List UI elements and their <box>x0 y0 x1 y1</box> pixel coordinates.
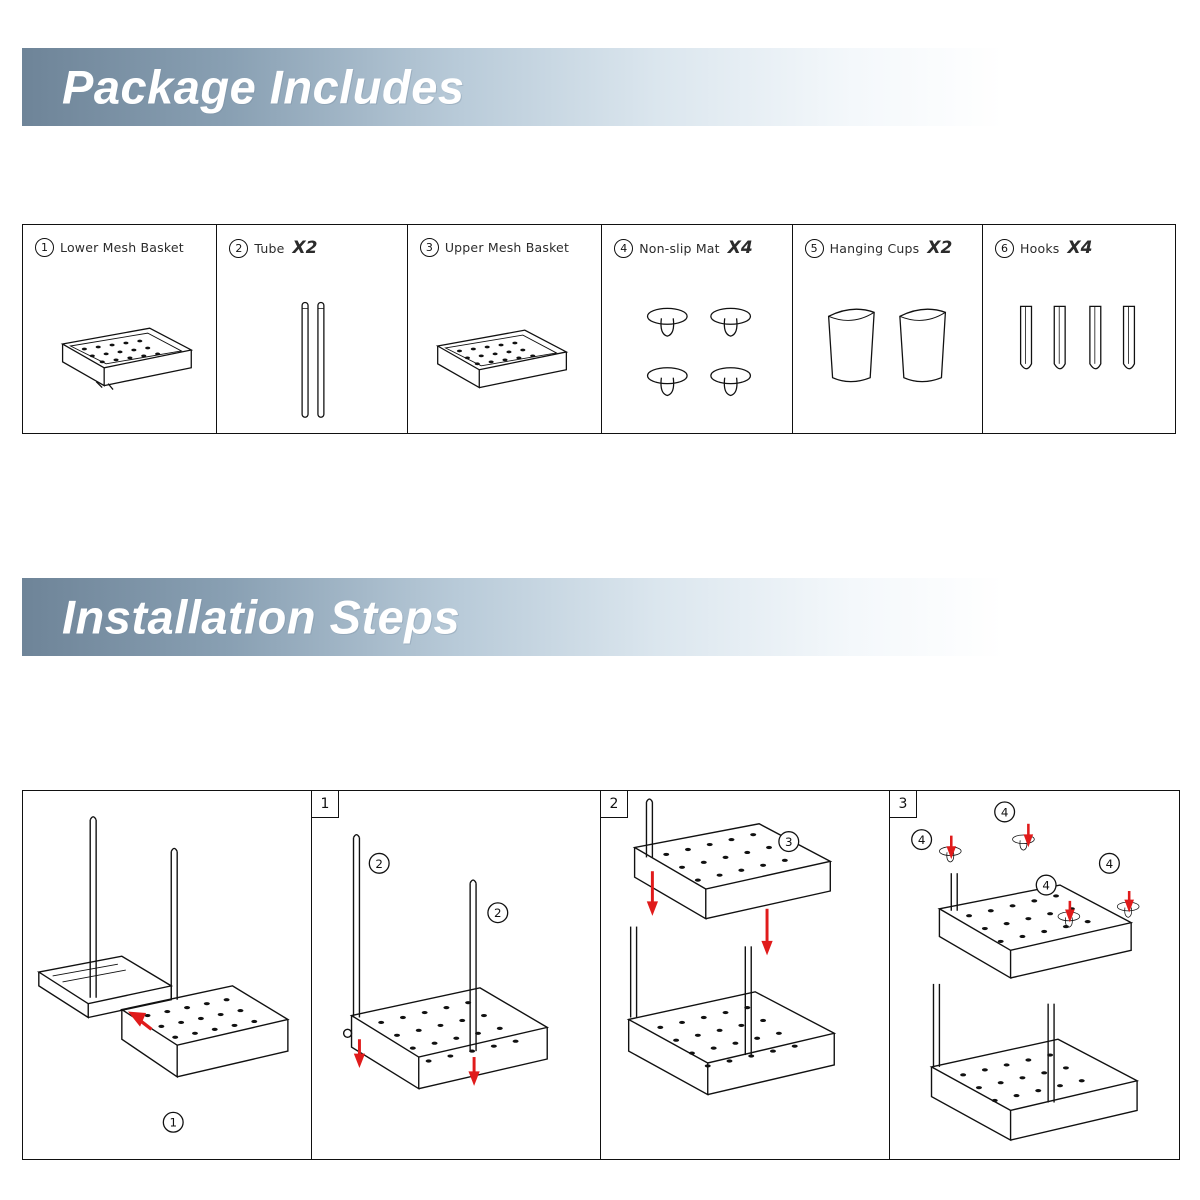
part-label: 3 Upper Mesh Basket <box>419 238 596 257</box>
part-box-tube: 2 Tube X2 <box>216 224 409 434</box>
svg-text:4: 4 <box>918 833 926 847</box>
part-box-upper-mesh-basket: 3 Upper Mesh Basket <box>406 224 603 434</box>
page-title-package: Package Includes <box>62 60 465 114</box>
part-name: Tube <box>254 240 285 256</box>
svg-text:4: 4 <box>1042 879 1050 893</box>
step-illustration-0: 1 <box>23 791 312 1159</box>
hook-icon <box>983 265 1175 427</box>
part-index-badge: 4 <box>614 238 634 258</box>
part-index-badge: 1 <box>35 238 54 257</box>
part-label: 6 Hooks X4 <box>995 238 1169 258</box>
svg-text:4: 4 <box>1001 805 1009 819</box>
step-number: 1 <box>312 791 339 818</box>
part-box-hanging-cups: 5 Hanging Cups X2 <box>791 224 984 434</box>
part-index-badge: 3 <box>419 238 439 257</box>
step-illustration-3: 4 4 4 4 <box>890 791 1179 1159</box>
part-qty: X4 <box>727 238 753 258</box>
step-box-0: 1 <box>22 790 313 1160</box>
part-label: 4 Non-slip Mat X4 <box>614 238 786 258</box>
step-illustration-2: 3 <box>601 791 890 1159</box>
svg-text:2: 2 <box>494 906 502 920</box>
part-label: 5 Hanging Cups X2 <box>804 238 977 258</box>
installation-steps-banner: Installation Steps <box>22 578 1178 656</box>
part-label: 1 Lower Mesh Basket <box>35 238 211 257</box>
svg-text:1: 1 <box>169 1116 177 1130</box>
part-name: Hooks <box>1020 240 1060 256</box>
part-index-badge: 6 <box>995 238 1015 258</box>
step-box-1: 1 <box>311 790 602 1160</box>
step-number: 3 <box>890 791 917 818</box>
step-number: 2 <box>601 791 628 818</box>
step-box-3: 3 <box>889 790 1180 1160</box>
part-qty: X2 <box>927 238 953 258</box>
part-index-badge: 5 <box>804 238 824 258</box>
non-slip-mat-icon <box>602 265 792 427</box>
page-title-installation: Installation Steps <box>62 590 461 644</box>
svg-text:3: 3 <box>785 835 793 849</box>
part-qty: X2 <box>292 238 318 258</box>
installation-steps-list: 1 1 <box>22 790 1180 1160</box>
parts-list: 1 Lower Mesh Basket <box>22 224 1178 434</box>
svg-text:2: 2 <box>375 857 383 871</box>
part-qty: X4 <box>1067 238 1093 258</box>
part-name: Upper Mesh Basket <box>444 240 570 255</box>
part-box-lower-mesh-basket: 1 Lower Mesh Basket <box>22 224 218 434</box>
package-includes-banner: Package Includes <box>22 48 1178 126</box>
mesh-basket-icon <box>23 265 217 427</box>
tube-icon <box>217 265 407 427</box>
part-index-badge: 2 <box>229 238 249 258</box>
part-name: Hanging Cups <box>829 240 920 256</box>
step-box-2: 2 <box>600 790 891 1160</box>
part-label: 2 Tube X2 <box>229 238 401 258</box>
part-name: Non-slip Mat <box>639 240 720 256</box>
svg-text:4: 4 <box>1106 857 1114 871</box>
part-box-hooks: 6 Hooks X4 <box>982 224 1177 434</box>
part-name: Lower Mesh Basket <box>60 240 184 255</box>
step-illustration-1: 2 2 <box>312 791 601 1159</box>
part-box-non-slip-mat: 4 Non-slip Mat X4 <box>601 224 794 434</box>
mesh-basket-icon <box>408 265 602 427</box>
hanging-cup-icon <box>793 265 983 427</box>
